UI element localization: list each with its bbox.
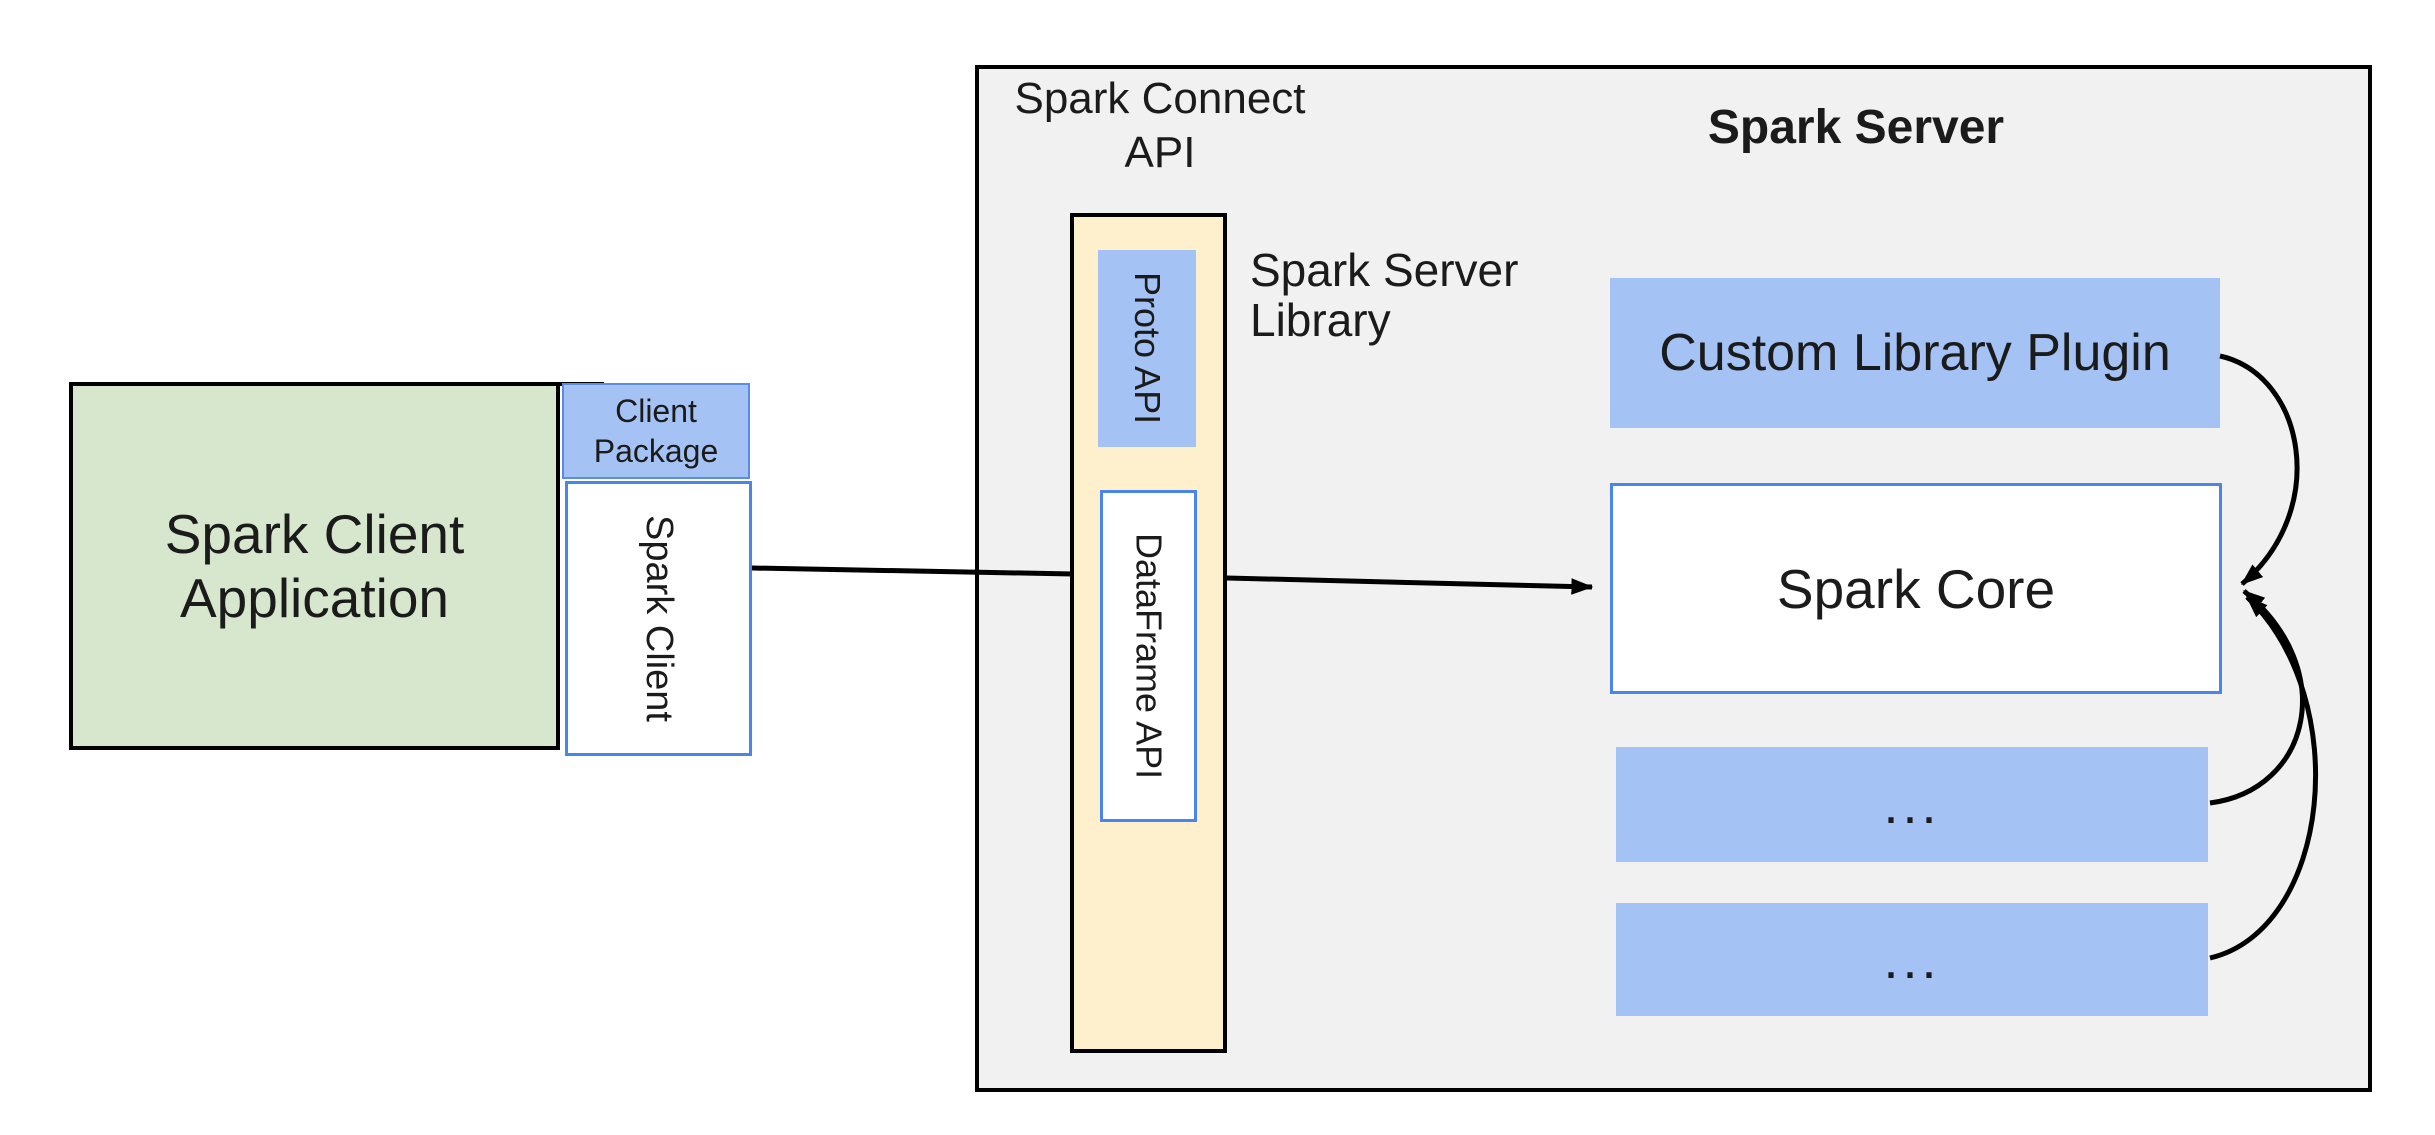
spark-client-application-box: Spark Client Application [69, 382, 560, 750]
custom-library-plugin-box: Custom Library Plugin [1610, 278, 2220, 428]
spark-client-label: Spark Client [638, 515, 680, 722]
spark-client-box: Spark Client [565, 481, 752, 756]
client-package-label: Client Package [593, 393, 719, 469]
proto-api-label: Proto API [1127, 272, 1168, 425]
custom-library-plugin-label: Custom Library Plugin [1659, 324, 2171, 382]
other-plugin-box-2: ... [1616, 903, 2208, 1016]
spark-server-title: Spark Server [1707, 101, 2005, 154]
spark-core-label: Spark Core [1776, 557, 2056, 620]
spark-core-box: Spark Core [1610, 483, 2222, 694]
spark-server-library-label: Spark Server Library [1250, 244, 1519, 346]
dataframe-api-label: DataFrame API [1128, 532, 1170, 780]
client-package-box: Client Package [562, 383, 750, 479]
proto-api-box: Proto API [1098, 250, 1196, 447]
other-plugin-box-1: ... [1616, 747, 2208, 862]
spark-client-application-label: Spark Client Application [164, 503, 465, 629]
other-plugin-2-label: ... [1883, 929, 1941, 990]
spark-connect-api-title: Spark Connect API [1014, 74, 1306, 177]
dataframe-api-box: DataFrame API [1100, 490, 1197, 822]
other-plugin-1-label: ... [1883, 774, 1941, 835]
